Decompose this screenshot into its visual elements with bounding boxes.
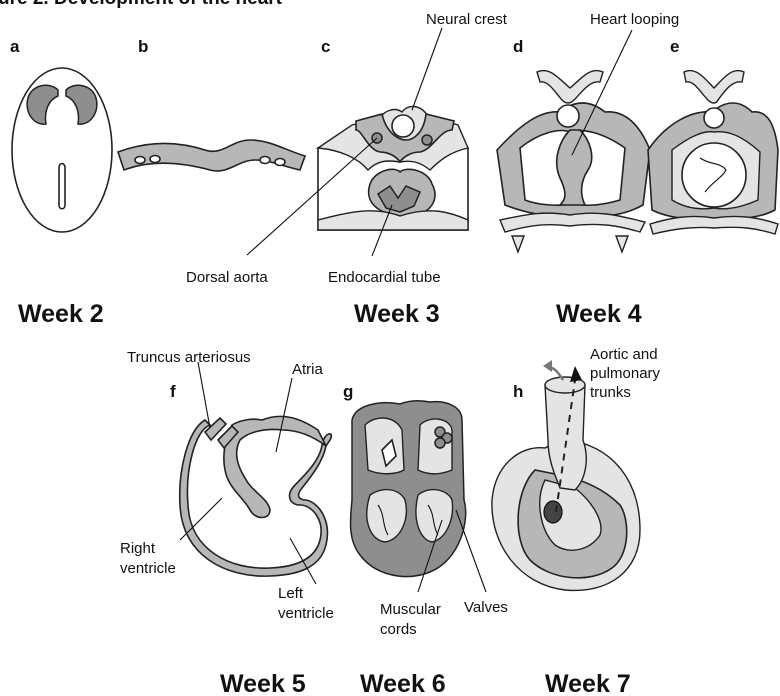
label-muscular-cords-line2: cords xyxy=(380,621,417,638)
label-aortic-line2: pulmonary xyxy=(590,365,661,382)
label-right-ventricle-line1: Right xyxy=(120,540,156,557)
heart-tube-section-drawing xyxy=(318,106,468,230)
label-heart-looping: Heart looping xyxy=(590,11,679,28)
panel-letter-b: b xyxy=(138,37,148,56)
looped-heart-section-drawing xyxy=(648,71,778,234)
week-label-3: Week 3 xyxy=(354,300,440,328)
looped-heart-tube-drawing xyxy=(180,416,332,576)
label-truncus-arteriosus: Truncus arteriosus xyxy=(127,349,251,366)
label-neural-crest: Neural crest xyxy=(426,11,508,28)
figure-title: ure 2. Development of the heart xyxy=(0,0,283,9)
week-label-4: Week 4 xyxy=(556,300,642,328)
heart-looping-section-drawing xyxy=(497,71,650,252)
panel-letter-a: a xyxy=(10,37,20,56)
panel-letter-d: d xyxy=(513,37,523,56)
week-label-7: Week 7 xyxy=(545,670,631,696)
label-right-ventricle-line2: ventricle xyxy=(120,560,176,577)
four-chamber-heart-drawing xyxy=(350,401,465,577)
panel-letter-h: h xyxy=(513,382,523,401)
week-label-2: Week 2 xyxy=(18,300,104,328)
label-aortic-line1: Aortic and xyxy=(590,346,658,363)
week-label-5: Week 5 xyxy=(220,670,306,696)
label-endocardial-tube: Endocardial tube xyxy=(328,269,441,286)
panel-letter-f: f xyxy=(170,382,176,401)
embryo-disc-drawing xyxy=(12,68,112,232)
week-label-6: Week 6 xyxy=(360,670,446,696)
label-valves: Valves xyxy=(464,599,508,616)
panel-letter-c: c xyxy=(321,37,330,56)
cardiac-crescent-drawing xyxy=(118,140,305,171)
label-muscular-cords-line1: Muscular xyxy=(380,601,441,618)
label-left-ventricle-line1: Left xyxy=(278,585,304,602)
label-atria: Atria xyxy=(292,361,324,378)
label-aortic-line3: trunks xyxy=(590,384,631,401)
label-dorsal-aorta: Dorsal aorta xyxy=(186,269,268,286)
panel-letter-e: e xyxy=(670,37,679,56)
label-left-ventricle-line2: ventricle xyxy=(278,605,334,622)
panel-letter-g: g xyxy=(343,382,353,401)
